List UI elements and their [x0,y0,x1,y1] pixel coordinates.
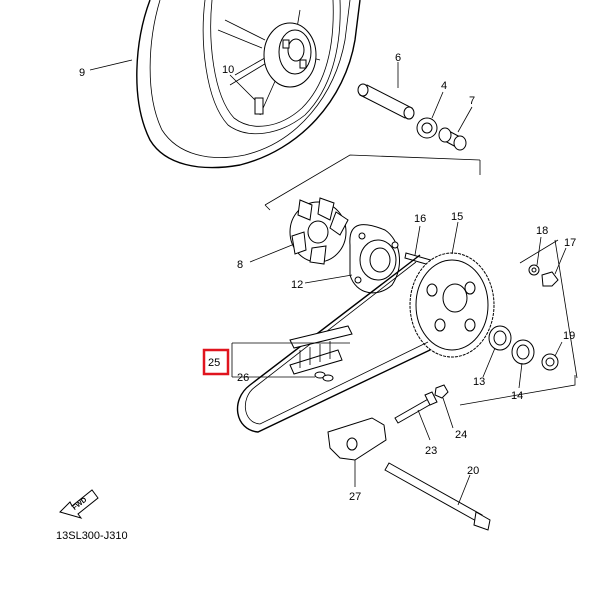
label-part-18: 18 [536,225,548,237]
nut-part-24 [434,384,449,399]
sprocket-part-15 [409,252,495,358]
chain-adjuster-part-27 [327,417,387,461]
leader-lines [89,59,567,506]
label-part-13: 13 [473,376,485,388]
forward-direction-arrow-icon: FWD [59,489,99,519]
label-part-26: 26 [237,372,249,384]
bearing-part-4 [416,117,438,139]
label-part-6: 6 [395,52,401,64]
sprocket-hub-part-12 [349,224,400,294]
rear-wheel [136,0,361,169]
nut-part-17 [541,271,559,287]
diagram-reference-code: 13SL300-J310 [56,530,128,542]
oil-seal-part-14 [511,339,535,365]
label-part-24: 24 [455,429,467,441]
washer-part-18 [528,264,540,276]
drive-chain-loop [236,254,431,433]
label-part-25: 25 [208,357,220,369]
label-part-17: 17 [564,237,576,249]
label-part-8: 8 [237,259,243,271]
label-part-23: 23 [425,445,437,457]
label-part-4: 4 [441,80,447,92]
label-part-12: 12 [291,279,303,291]
label-part-16: 16 [414,213,426,225]
collar-part-7 [438,127,467,151]
adjust-bolt-part-23 [394,391,438,424]
label-part-14: 14 [511,390,523,402]
bearing-part-13 [488,325,512,351]
label-part-15: 15 [451,211,463,223]
chain-links-part-25 [289,325,353,375]
label-part-7: 7 [469,95,475,107]
label-part-20: 20 [467,465,479,477]
chain-clip-part-26 [314,371,334,382]
collar-part-19 [541,353,559,371]
label-part-19: 19 [563,330,575,342]
rear-axle-part-20 [384,462,491,531]
label-part-27: 27 [349,491,361,503]
label-part-10: 10 [222,64,234,76]
label-part-9: 9 [79,67,85,79]
hub-damper-part-8 [289,197,349,265]
collar-part-6 [357,83,415,120]
highlight-box-part-25 [202,348,230,376]
